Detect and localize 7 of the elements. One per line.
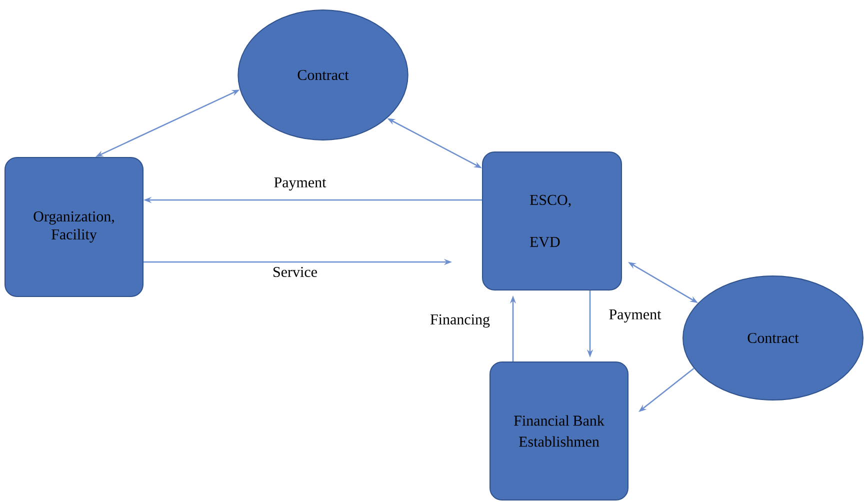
edge-label: Payment	[274, 177, 326, 190]
rounded-box: Organization, Facility	[4, 156, 144, 297]
edge-label: Service	[274, 266, 317, 278]
rounded-box: Financial Bank Establishmen	[490, 361, 628, 500]
edge-label: Financing	[430, 314, 490, 328]
rounded-box: ESCO, EVD	[482, 151, 622, 290]
edge-label: Payment	[609, 309, 662, 322]
